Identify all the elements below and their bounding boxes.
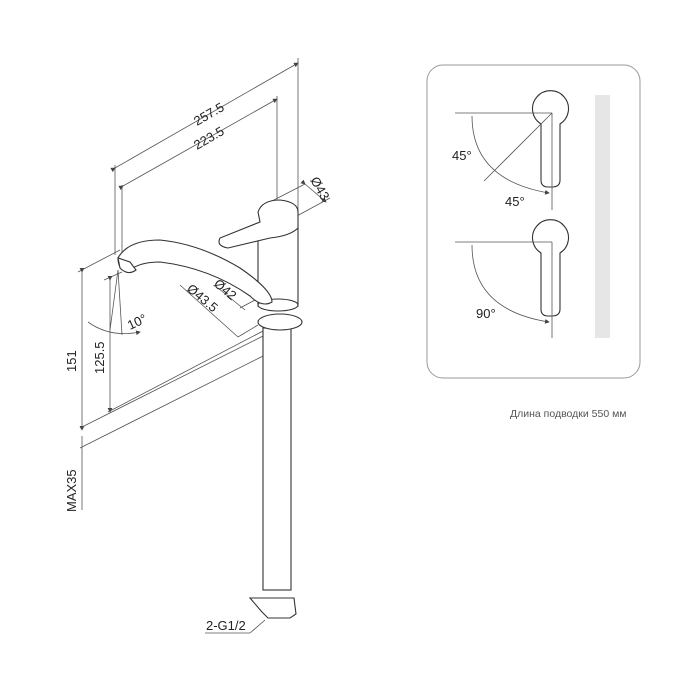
angle-label-90: 90° [476,306,496,321]
dim-spout-reach: 223.5 [191,123,227,152]
gray-bar [595,95,610,338]
hose-length-caption: Длина подводки 550 мм [510,408,627,420]
dim-max-counter: MAX35 [64,469,79,512]
handle-90: 90° [455,219,570,338]
hose-nut [248,597,297,619]
dim-connection: 2-G1/2 [206,618,246,633]
dim-spout-height: 125.5 [92,341,107,374]
dim-overall-length: 257.5 [191,99,227,128]
rotation-panel: 45° 45° 90° [426,64,641,379]
base-ring [257,313,303,331]
angle-label-45-b: 45° [505,194,525,209]
handle-45: 45° 45° [452,90,570,210]
hose [262,327,292,591]
faucet-body [117,199,303,619]
angle-label-45-a: 45° [452,148,472,163]
dim-spout-angle: 10° [125,311,149,333]
dim-total-height: 151 [64,350,79,372]
dimension-lines [77,58,331,634]
lever-handle [218,199,299,249]
